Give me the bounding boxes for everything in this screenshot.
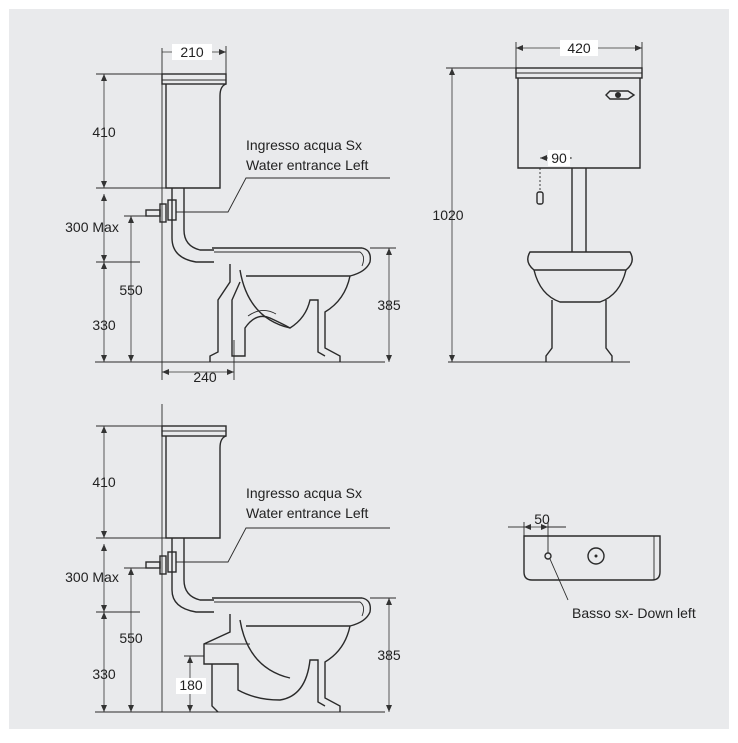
dim-outlet: 330	[92, 317, 116, 333]
front-bowl	[527, 251, 633, 362]
dim-floor-outlet: 180	[179, 677, 203, 693]
callout-line1: Ingresso acqua Sx	[246, 137, 362, 153]
toilet-bowl-2	[203, 597, 372, 713]
label-leader	[549, 558, 569, 601]
dim-width-top: 210	[180, 44, 204, 60]
top-side-view: 210 410 300 Max 330 550 385 240 Ingresso…	[65, 44, 401, 385]
dim-total-height: 1020	[432, 207, 463, 223]
toilet-bowl	[209, 247, 372, 362]
dim-total-outlet-2: 550	[119, 630, 143, 646]
callout2-line2: Water entrance Left	[246, 505, 369, 521]
flush-pipe	[171, 188, 214, 263]
dim-total-outlet: 550	[119, 282, 143, 298]
cistern-2	[161, 425, 227, 539]
dim-inlet-max: 300 Max	[65, 219, 119, 235]
front-cistern	[515, 67, 643, 169]
callout2-line1: Ingresso acqua Sx	[246, 485, 362, 501]
dim-outlet-2: 330	[92, 666, 116, 682]
dim-tank-height-2: 410	[92, 474, 116, 490]
dim-tank-height: 410	[92, 124, 116, 140]
bottom-side-view: 410 300 Max 330 550 180 385 Ingresso acq…	[65, 404, 401, 713]
cistern	[161, 73, 227, 189]
dim-outlet-offset: 240	[193, 369, 217, 385]
tank-top-view: 50 Basso sx- Down left	[508, 511, 696, 621]
dim-bowl-height-2: 385	[377, 647, 401, 663]
flush-pipe-2	[171, 538, 214, 613]
dim-pipe-offset: 90	[551, 150, 567, 166]
tank-label: Basso sx- Down left	[572, 605, 696, 621]
water-inlet-valve	[145, 199, 177, 223]
dim-inlet-max-2: 300 Max	[65, 569, 119, 585]
dim-hole-offset: 50	[534, 511, 550, 527]
callout-leader	[176, 177, 390, 213]
callout-line2: Water entrance Left	[246, 157, 369, 173]
drawing-panel	[9, 9, 729, 729]
pull-chain	[536, 168, 544, 205]
flush-lever-icon	[605, 90, 636, 100]
outlet-hole-icon	[587, 547, 605, 565]
dim-front-width: 420	[567, 40, 591, 56]
dim-bowl-height: 385	[377, 297, 401, 313]
callout-leader-2	[176, 527, 390, 563]
front-view: 420 1020 90	[432, 40, 643, 363]
